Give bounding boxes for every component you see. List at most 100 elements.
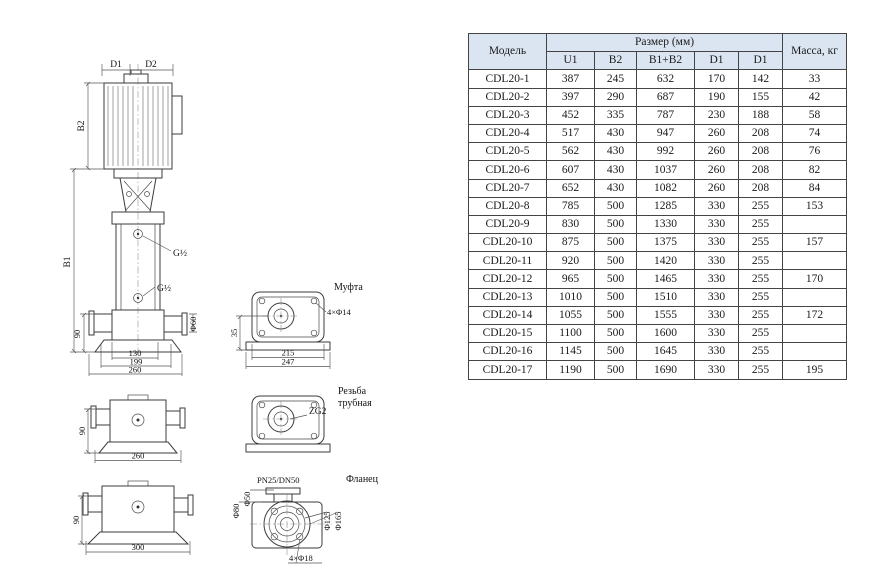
value-cell: 830	[546, 214, 595, 235]
value-cell: 1055	[546, 305, 595, 326]
model-cell: CDL20-11	[468, 251, 547, 271]
dim-label-d2: D2	[145, 60, 157, 70]
value-cell: 562	[546, 142, 595, 162]
value-cell	[782, 251, 848, 271]
drawings-panel: D1 D2 B2 B1 G½ G½ Φ60 90 130 199 260	[63, 60, 379, 564]
value-cell: 430	[594, 142, 637, 162]
value-cell: 82	[782, 160, 848, 180]
value-cell: 33	[782, 69, 848, 89]
value-cell: 920	[546, 251, 595, 271]
label-flange-title: Фланец	[346, 474, 379, 485]
value-cell: 500	[594, 305, 637, 326]
value-cell: 1037	[636, 160, 695, 180]
dim-column-header: U1	[546, 51, 595, 71]
value-cell: 965	[546, 269, 595, 289]
value-cell: 330	[694, 323, 739, 344]
value-cell: 1010	[546, 287, 595, 307]
value-cell: 208	[737, 142, 784, 162]
value-cell: 1555	[636, 305, 695, 326]
value-cell: 652	[546, 178, 595, 198]
value-cell: 188	[737, 105, 784, 125]
value-cell: 1690	[636, 360, 695, 380]
dim-label-b2: B2	[77, 120, 87, 131]
value-cell: 500	[594, 251, 637, 271]
dim-label-phi125: Φ125	[322, 512, 332, 531]
value-cell	[782, 287, 848, 307]
value-cell: 500	[594, 196, 637, 216]
label-thread-title-line2: трубная	[338, 398, 372, 409]
value-cell: 1600	[636, 323, 695, 344]
value-cell: 195	[782, 360, 848, 380]
dim-column-header: D1	[694, 51, 739, 71]
side-view-300: 90 300	[71, 480, 194, 555]
value-cell: 500	[594, 233, 637, 253]
label-bolt-holes-18: 4×Φ18	[289, 553, 313, 563]
dim-label-215: 215	[282, 348, 295, 358]
value-cell: 170	[694, 69, 739, 89]
value-cell: 255	[737, 196, 784, 216]
value-cell: 330	[694, 269, 739, 289]
value-cell: 1190	[546, 360, 595, 380]
value-cell: 1375	[636, 233, 695, 253]
value-cell: 785	[546, 196, 595, 216]
coupling-view: Муфта 35 4×Φ14 215 247	[229, 282, 363, 369]
value-cell: 452	[546, 105, 595, 125]
value-cell: 430	[594, 160, 637, 180]
model-cell: CDL20-1	[468, 69, 547, 89]
dim-label-247: 247	[282, 357, 295, 367]
flange-view: PN25/DN50 Φ50 Φ80 Φ125 Φ165 4×Φ18 Фланец	[231, 474, 379, 564]
value-cell: 1082	[636, 178, 695, 198]
technical-drawing: D1 D2 B2 B1 G½ G½ Φ60 90 130 199 260	[63, 60, 379, 564]
value-cell: 607	[546, 160, 595, 180]
value-cell: 255	[737, 214, 784, 235]
value-cell: 500	[594, 342, 637, 362]
value-cell	[782, 214, 848, 235]
value-cell: 397	[546, 87, 595, 107]
value-cell: 255	[737, 360, 784, 380]
value-cell: 76	[782, 142, 848, 162]
port-label-g-bottom: G½	[157, 283, 171, 294]
value-cell: 42	[782, 87, 848, 107]
value-cell: 255	[737, 287, 784, 307]
value-cell: 1510	[636, 287, 695, 307]
value-cell: 1100	[546, 323, 595, 344]
model-cell: CDL20-4	[468, 123, 547, 144]
value-cell: 260	[694, 123, 739, 144]
dim-label-b1: B1	[63, 256, 73, 267]
value-cell: 255	[737, 305, 784, 326]
dim-column-header: B2	[594, 51, 637, 71]
value-cell: 500	[594, 269, 637, 289]
value-cell: 260	[694, 178, 739, 198]
value-cell: 170	[782, 269, 848, 289]
model-cell: CDL20-8	[468, 196, 547, 216]
dim-label-phi60: Φ60	[188, 317, 198, 332]
port-label-g-top: G½	[173, 248, 187, 259]
main-pump-drawing: D1 D2 B2 B1 G½ G½ Φ60 90 130 199 260	[63, 60, 198, 376]
dim-label-260-side260: 260	[132, 451, 145, 461]
mass-header: Масса, кг	[782, 32, 848, 71]
value-cell: 58	[782, 105, 848, 125]
value-cell: 500	[594, 360, 637, 380]
value-cell: 255	[737, 269, 784, 289]
value-cell: 1330	[636, 214, 695, 235]
model-cell: CDL20-12	[468, 269, 547, 289]
model-cell: CDL20-2	[468, 87, 547, 107]
value-cell: 1465	[636, 269, 695, 289]
model-cell: CDL20-9	[468, 214, 547, 235]
value-cell: 84	[782, 178, 848, 198]
value-cell: 155	[737, 87, 784, 107]
